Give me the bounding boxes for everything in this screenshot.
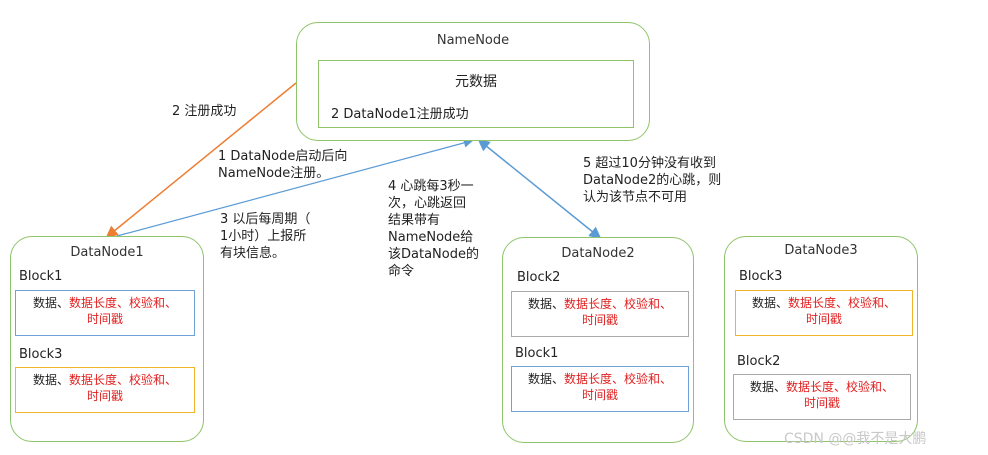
note-line: NameNode给 bbox=[388, 230, 474, 245]
block-label: Block1 bbox=[19, 269, 63, 284]
block-label: Block3 bbox=[19, 347, 63, 362]
datanode3-box: DataNode3 Block3 数据、数据长度、校验和、 时间戳 Block2… bbox=[724, 236, 918, 442]
note-line: 4 心跳每3秒一 bbox=[388, 179, 474, 194]
block-prefix: 数据、 bbox=[751, 296, 788, 310]
block-prefix: 数据、 bbox=[527, 297, 564, 311]
datanode2-box: DataNode2 Block2 数据、数据长度、校验和、 时间戳 Block1… bbox=[502, 237, 694, 443]
block-prefix: 数据、 bbox=[749, 380, 786, 394]
timeout-note: 5 超过10分钟没有收到 DataNode2的心跳，则 认为该节点不可用 bbox=[583, 155, 721, 206]
startup-arrow bbox=[116, 138, 474, 237]
block-prefix: 数据、 bbox=[527, 372, 564, 386]
block-info: 数据、数据长度、校验和、 时间戳 bbox=[15, 290, 195, 336]
note-line: 1小时）上报所 bbox=[220, 229, 307, 244]
datanode2-title: DataNode2 bbox=[561, 246, 635, 261]
heartbeat-arrow bbox=[477, 139, 602, 239]
datanode1-box: DataNode1 Block1 数据、数据长度、校验和、 时间戳 Block3… bbox=[10, 236, 204, 442]
block-info: 数据、数据长度、校验和、 时间戳 bbox=[15, 367, 195, 413]
block-timestamp: 时间戳 bbox=[803, 396, 840, 410]
report-note: 3 以后每周期（ 1小时）上报所 有块信息。 bbox=[220, 211, 310, 262]
block-timestamp: 时间戳 bbox=[86, 312, 123, 326]
block-label: Block3 bbox=[739, 269, 783, 284]
heartbeat-note: 4 心跳每3秒一 次，心跳返回 结果带有 NameNode给 该DataNode… bbox=[388, 178, 479, 280]
startup-note: 1 DataNode启动后向 NameNode注册。 bbox=[218, 148, 347, 182]
block-timestamp: 时间戳 bbox=[86, 389, 123, 403]
block-attrs: 数据长度、校验和、 bbox=[786, 380, 895, 394]
watermark: CSDN @@我不是大鹏 bbox=[784, 431, 927, 447]
block-timestamp: 时间戳 bbox=[805, 312, 842, 326]
note-line: 1 DataNode启动后向 bbox=[218, 149, 348, 164]
note-line: NameNode注册。 bbox=[218, 166, 330, 181]
namenode-title: NameNode bbox=[436, 33, 510, 48]
note-line: 有块信息。 bbox=[220, 246, 286, 261]
note-line: 结果带有 bbox=[388, 213, 441, 228]
block-attrs: 数据长度、校验和、 bbox=[69, 296, 178, 310]
metadata-title: 元数据 bbox=[455, 74, 497, 90]
namenode-box: NameNode 元数据 2 DataNode1注册成功 bbox=[296, 22, 650, 141]
datanode1-title: DataNode1 bbox=[70, 245, 144, 260]
block-attrs: 数据长度、校验和、 bbox=[564, 372, 673, 386]
block-label: Block1 bbox=[515, 346, 559, 361]
note-line: 命令 bbox=[388, 264, 415, 279]
block-attrs: 数据长度、校验和、 bbox=[69, 373, 178, 387]
note-line: 认为该节点不可用 bbox=[583, 190, 688, 205]
block-label: Block2 bbox=[517, 270, 561, 285]
register-success-note: 2 注册成功 bbox=[172, 104, 237, 119]
block-info: 数据、数据长度、校验和、 时间戳 bbox=[511, 291, 689, 337]
note-line: 3 以后每周期（ bbox=[220, 212, 311, 227]
block-timestamp: 时间戳 bbox=[581, 388, 618, 402]
note-line: 次，心跳返回 bbox=[388, 196, 467, 211]
block-timestamp: 时间戳 bbox=[581, 313, 618, 327]
metadata-box: 元数据 2 DataNode1注册成功 bbox=[318, 60, 634, 128]
block-info: 数据、数据长度、校验和、 时间戳 bbox=[733, 374, 911, 420]
block-prefix: 数据、 bbox=[32, 296, 69, 310]
datanode3-title: DataNode3 bbox=[784, 243, 858, 258]
block-info: 数据、数据长度、校验和、 时间戳 bbox=[511, 366, 689, 412]
block-attrs: 数据长度、校验和、 bbox=[564, 297, 673, 311]
note-line: DataNode2的心跳，则 bbox=[583, 173, 722, 188]
block-label: Block2 bbox=[737, 354, 781, 369]
block-prefix: 数据、 bbox=[32, 373, 69, 387]
note-line: 5 超过10分钟没有收到 bbox=[583, 156, 716, 171]
block-attrs: 数据长度、校验和、 bbox=[788, 296, 897, 310]
register-arrow bbox=[105, 82, 297, 238]
note-line: 该DataNode的 bbox=[388, 247, 479, 262]
metadata-text: 2 DataNode1注册成功 bbox=[331, 107, 469, 122]
block-info: 数据、数据长度、校验和、 时间戳 bbox=[735, 290, 913, 336]
